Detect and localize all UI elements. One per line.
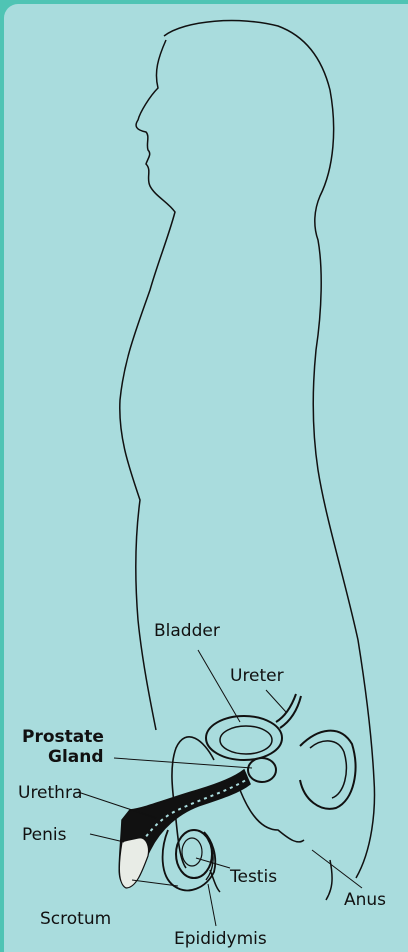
label-bladder: Bladder [154,621,220,641]
label-ureter: Ureter [230,666,284,686]
leader-urethra [78,792,156,818]
label-scrotum: Scrotum [40,909,111,929]
leader-bladder [198,650,240,722]
label-urethra: Urethra [18,783,82,803]
leader-ureter [266,690,286,712]
label-prostate-line1: Prostate [22,727,104,747]
label-testis: Testis [229,867,277,887]
label-penis: Penis [22,825,67,845]
ureter-shape [276,694,301,728]
diagram-card: Bladder Ureter Prostate Gland Urethra Pe… [4,4,408,952]
label-epididymis: Epididymis [174,929,267,949]
anatomy-diagram: Bladder Ureter Prostate Gland Urethra Pe… [4,4,408,952]
body-outline [120,21,375,878]
rectum-inner [310,741,346,798]
leader-penis [90,834,124,842]
testis-inner [182,838,202,866]
prostate-shape [248,758,276,782]
bladder-inner [220,726,272,754]
leader-anus [312,850,362,888]
label-prostate-line2: Gland [48,747,104,767]
leader-epididymis [208,884,216,926]
label-anus: Anus [344,890,386,910]
